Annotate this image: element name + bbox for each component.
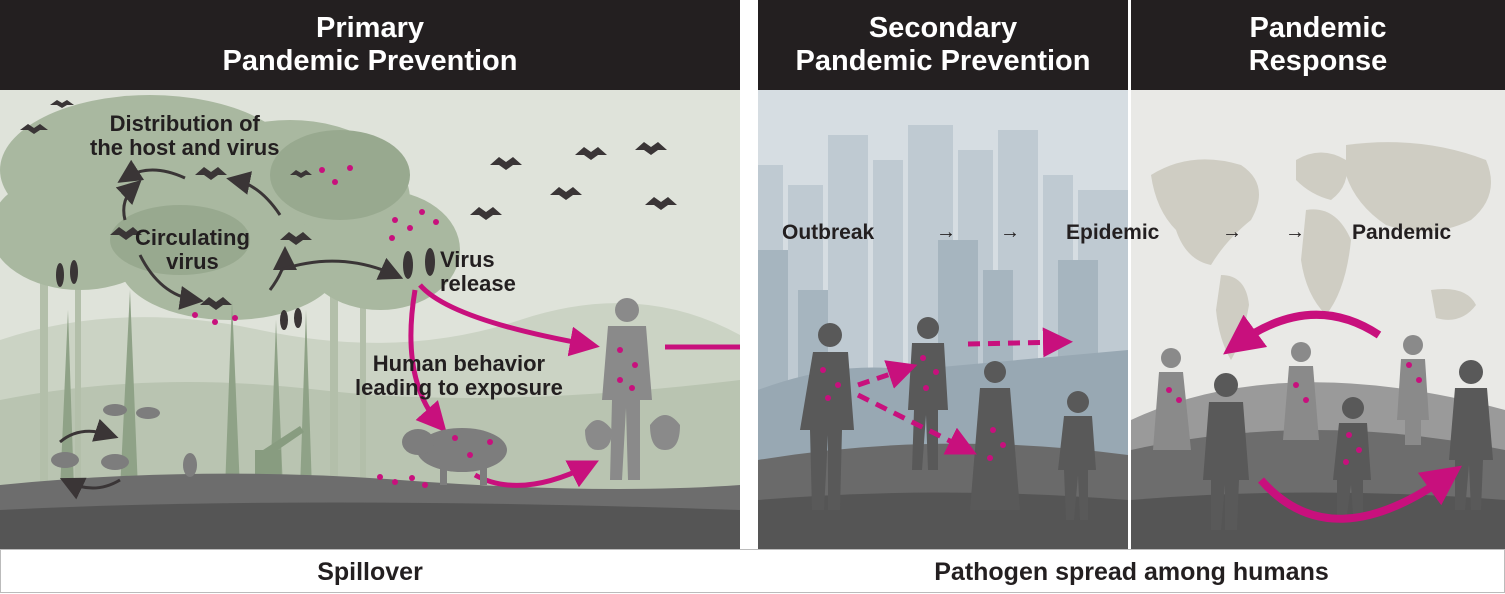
panel-secondary-city [758, 90, 1128, 549]
header-primary-prevention: Primary Pandemic Prevention [0, 0, 740, 90]
header-response-line2: Response [1248, 45, 1388, 77]
stage-epidemic: Epidemic [1066, 221, 1160, 244]
world-ground-front [1131, 492, 1505, 549]
header-secondary-prevention: Secondary Pandemic Prevention [758, 0, 1128, 90]
header-response-line1: Pandemic [1249, 12, 1387, 44]
label-distribution: Distribution of the host and virus [90, 112, 279, 160]
header-primary-line2: Pandemic Prevention [222, 45, 518, 77]
forest-scene [0, 90, 740, 549]
world-map-continents [1151, 142, 1491, 360]
label-virus-release-line2: release [440, 271, 516, 296]
label-distribution-line1: Distribution of [109, 111, 260, 136]
header-secondary-line2: Pandemic Prevention [795, 45, 1091, 77]
label-human-behavior-line2: leading to exposure [355, 375, 563, 400]
city-people [800, 317, 1096, 520]
label-human-behavior-line1: Human behavior [372, 351, 546, 376]
header-secondary-line1: Secondary [868, 12, 1018, 44]
global-spread-arrows [1223, 310, 1462, 523]
stage-arrow-2: → [1000, 221, 1020, 243]
city-infection [820, 355, 1006, 461]
stage-arrow-3: → [1222, 221, 1242, 243]
stage-outbreak: Outbreak [782, 221, 875, 244]
rodent-cycle-arrows [59, 418, 121, 500]
label-circulating: Circulating virus [135, 226, 250, 274]
city-scene [758, 90, 1128, 549]
label-circulating-line2: virus [166, 249, 219, 274]
bat-icons [20, 100, 677, 330]
header-primary-line1: Primary [315, 12, 424, 44]
label-virus-release-line1: Virus [440, 247, 495, 272]
stage-arrow-4: → [1285, 221, 1305, 243]
label-virus-release: Virus release [440, 248, 516, 296]
background-tree-trunks [40, 240, 366, 490]
footer-spillover: Spillover [317, 557, 423, 586]
stage-arrow-1: → [936, 221, 956, 243]
world-infection [1166, 362, 1422, 465]
header-pandemic-response: Pandemic Response [1131, 0, 1505, 90]
panel-pandemic-world [1131, 90, 1505, 549]
world-people-dark [1203, 360, 1493, 530]
world-scene [1131, 90, 1505, 549]
pig-infection [452, 435, 493, 458]
label-human-behavior: Human behavior leading to exposure [355, 352, 563, 400]
circulation-arrows [115, 159, 404, 310]
panel-spillover-forest: Distribution of the host and virus Circu… [0, 90, 740, 549]
rodent-icons [51, 404, 197, 477]
label-distribution-line2: the host and virus [90, 135, 280, 160]
footer-pathogen-spread: Pathogen spread among humans [934, 557, 1329, 586]
virus-particles [192, 165, 439, 488]
human-infection [617, 347, 638, 391]
forest-ground-front [0, 502, 740, 549]
label-circulating-line1: Circulating [135, 225, 250, 250]
pig-icon [402, 428, 507, 485]
stage-pandemic: Pandemic [1352, 221, 1452, 244]
human-exposed-figure [585, 298, 680, 480]
axe [260, 426, 304, 458]
city-ground-front [758, 492, 1128, 549]
tree-canopies-dark [110, 130, 410, 275]
spread-arrows-dashed [856, 327, 1073, 455]
